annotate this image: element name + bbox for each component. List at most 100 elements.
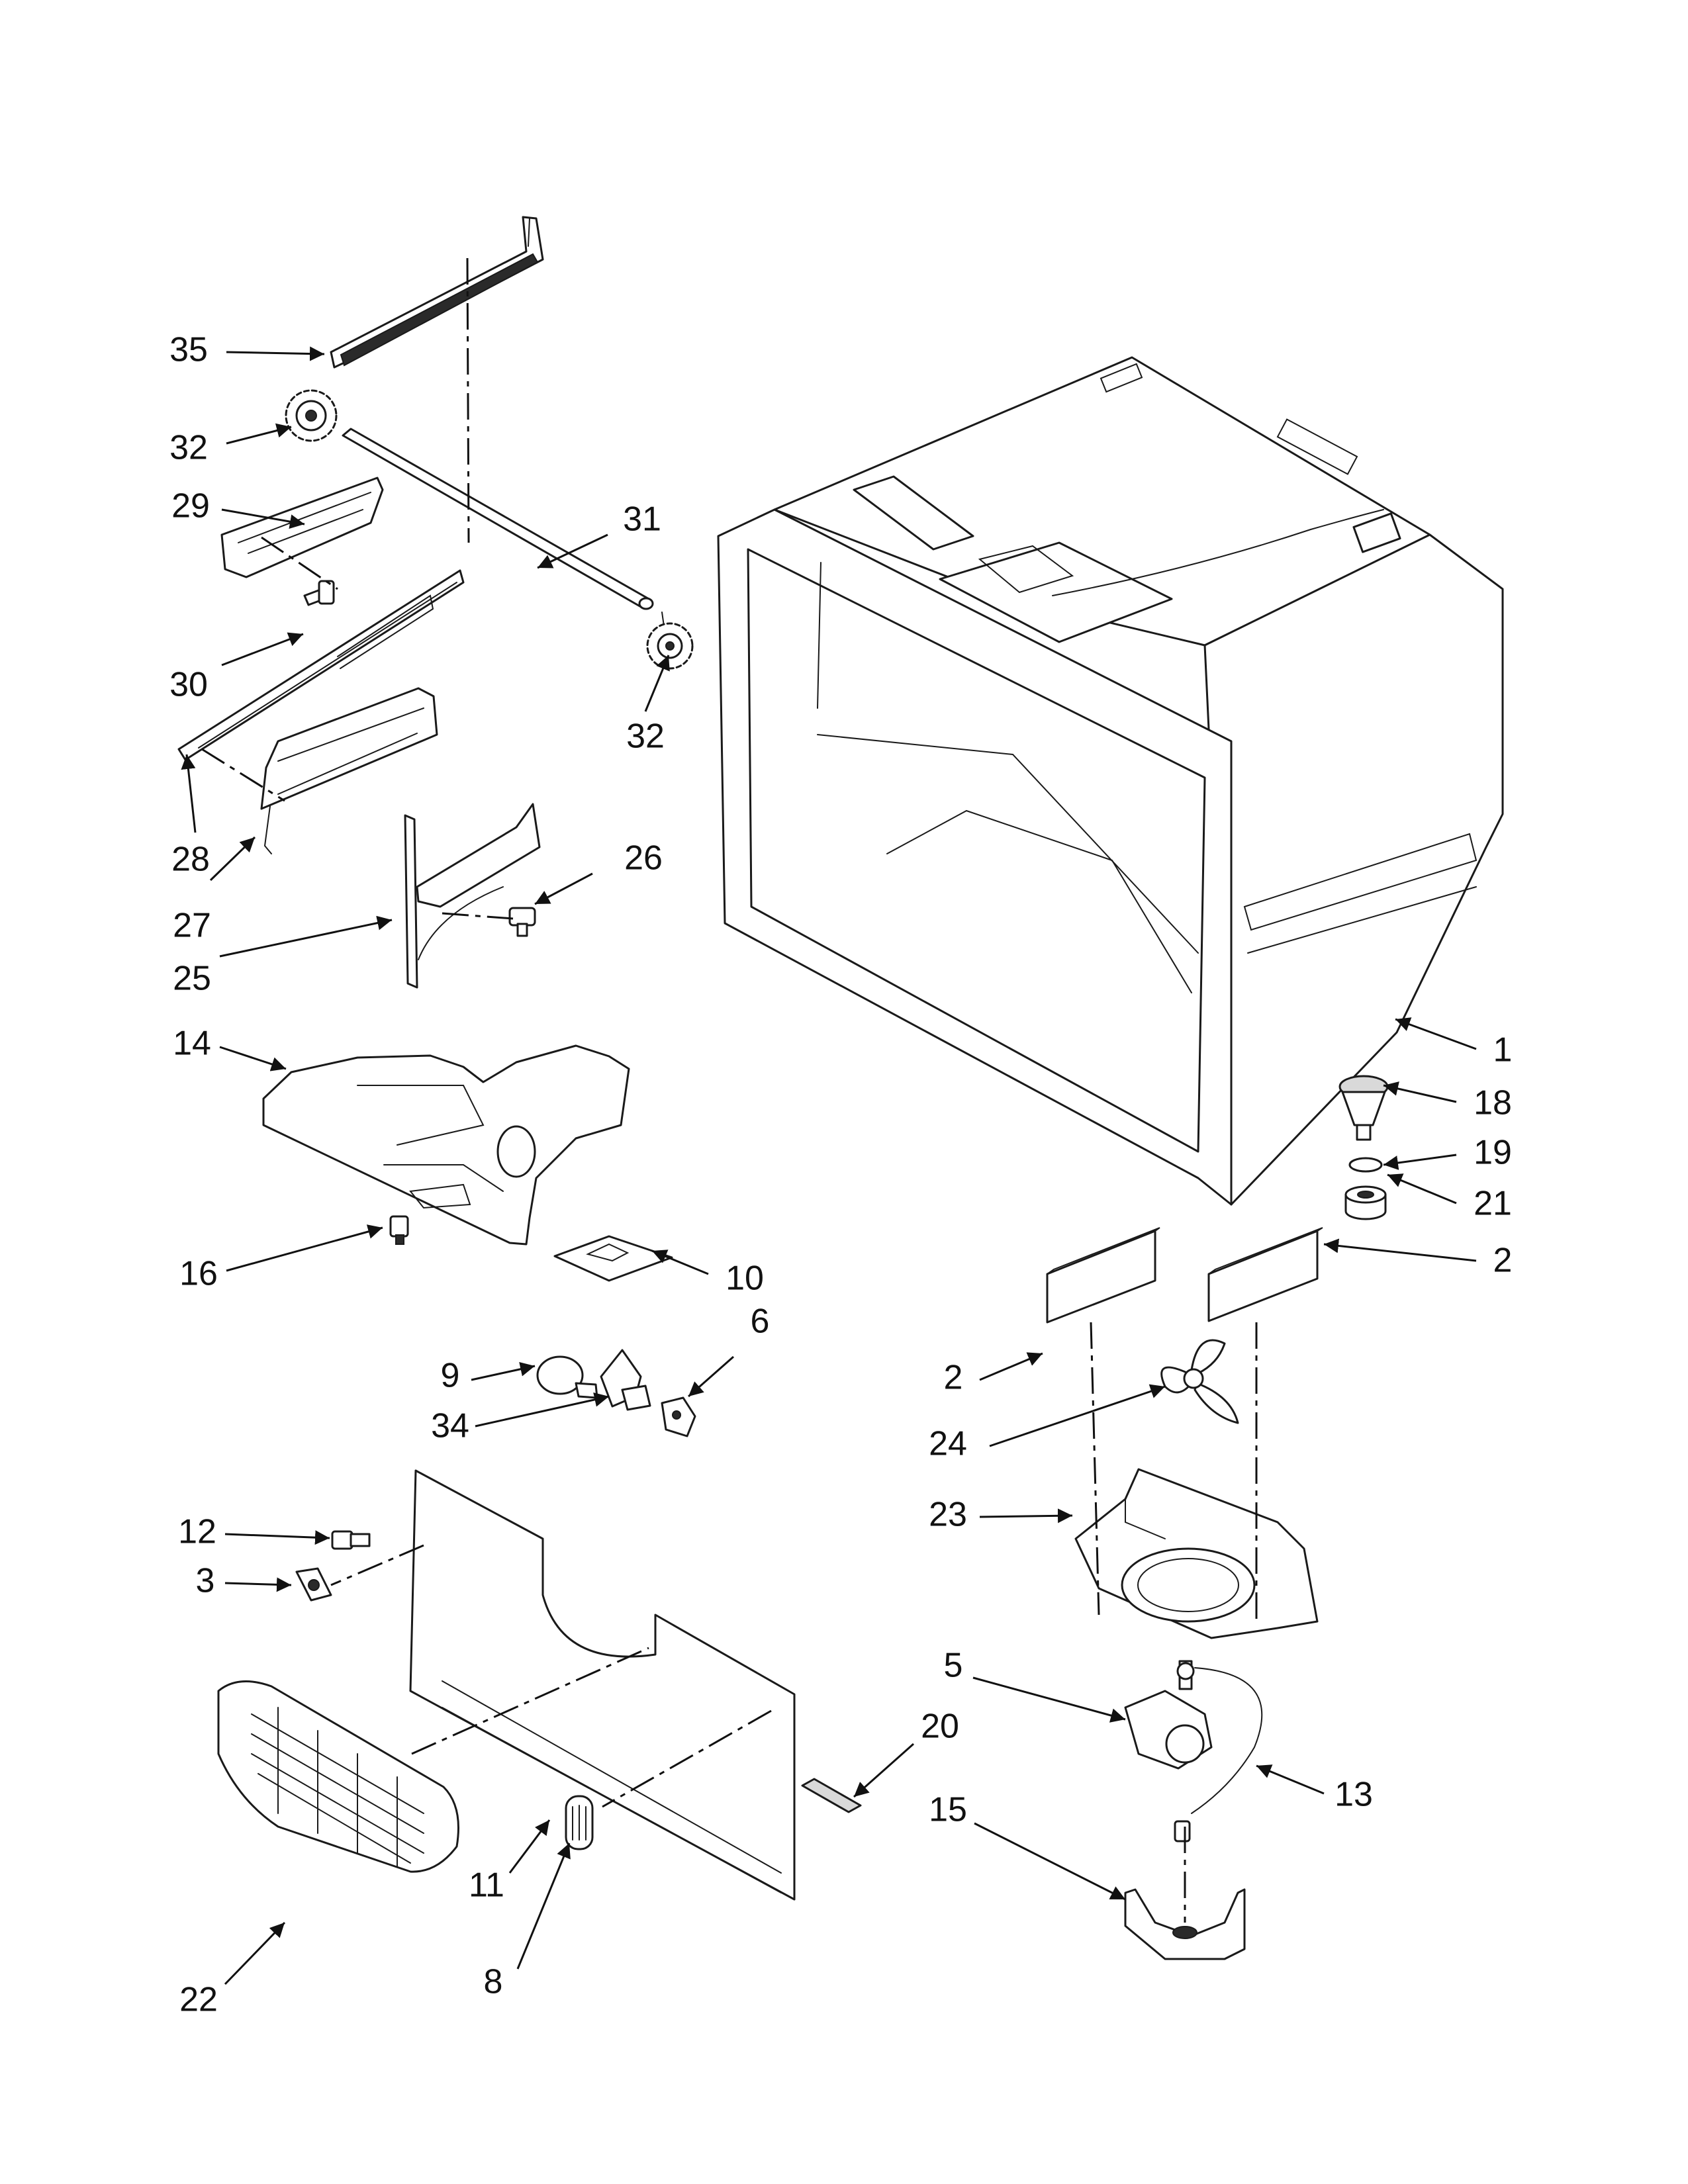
leader-3 bbox=[224, 1577, 292, 1592]
alignment-lines bbox=[201, 257, 1258, 1923]
leader-30 bbox=[221, 632, 304, 666]
part-27-slide-bracket bbox=[260, 687, 438, 854]
label-2-right: 2 bbox=[1493, 1242, 1513, 1280]
align-2-left bbox=[1090, 1322, 1100, 1615]
leader-19 bbox=[1383, 1154, 1457, 1170]
part-1-freezer-liner bbox=[717, 356, 1504, 1206]
label-24: 24 bbox=[929, 1425, 967, 1463]
leader-25 bbox=[219, 915, 393, 958]
part-rear-panel bbox=[409, 1469, 796, 1901]
leader-24 bbox=[989, 1384, 1166, 1447]
leader-31 bbox=[537, 533, 608, 569]
label-9: 9 bbox=[441, 1357, 460, 1395]
part-21-grommet bbox=[1344, 1185, 1387, 1220]
part-8-connector bbox=[565, 1795, 594, 1850]
leader-22 bbox=[224, 1921, 286, 1985]
part-13-wire bbox=[1191, 1667, 1263, 1814]
label-28: 28 bbox=[171, 841, 210, 879]
label-16: 16 bbox=[179, 1255, 218, 1293]
leader-18 bbox=[1383, 1081, 1457, 1103]
leader-28 bbox=[181, 754, 197, 833]
label-13: 13 bbox=[1335, 1776, 1373, 1814]
part-29-slide-bracket bbox=[220, 477, 384, 578]
part-5-fan-motor bbox=[1124, 1660, 1213, 1770]
align-8-panel bbox=[602, 1709, 772, 1808]
label-21: 21 bbox=[1474, 1185, 1512, 1223]
label-5: 5 bbox=[944, 1647, 963, 1685]
label-3: 3 bbox=[196, 1562, 215, 1600]
part-35-top-rail bbox=[330, 216, 544, 369]
label-10: 10 bbox=[726, 1259, 764, 1298]
label-25: 25 bbox=[173, 960, 211, 998]
leader-29 bbox=[221, 508, 305, 529]
label-19: 19 bbox=[1474, 1134, 1512, 1172]
label-22: 22 bbox=[179, 1981, 218, 2019]
part-34-lamp-socket bbox=[600, 1349, 651, 1411]
leader-10 bbox=[651, 1250, 709, 1275]
callout-leaders bbox=[181, 346, 1477, 1985]
leader-12 bbox=[224, 1530, 330, 1545]
label-15: 15 bbox=[929, 1791, 967, 1829]
part-3-thermistor bbox=[295, 1567, 332, 1602]
label-20: 20 bbox=[921, 1707, 959, 1746]
part-18-drain-cup bbox=[1338, 1075, 1389, 1141]
leader-11 bbox=[508, 1819, 551, 1874]
part-31-rod bbox=[342, 428, 654, 610]
align-29-30 bbox=[261, 536, 338, 590]
part-23-fan-shroud bbox=[1074, 1468, 1319, 1639]
part-30-screw bbox=[303, 580, 335, 606]
leader-13 bbox=[1256, 1764, 1325, 1795]
part-26-screw bbox=[508, 907, 536, 937]
label-26: 26 bbox=[624, 839, 663, 878]
leader-27 bbox=[209, 836, 256, 882]
label-6: 6 bbox=[751, 1302, 770, 1341]
part-32-gear-lower bbox=[646, 612, 694, 670]
align-3-panel bbox=[330, 1544, 424, 1586]
part-32-gear-upper bbox=[285, 389, 338, 442]
part-9-light-bulb bbox=[536, 1355, 598, 1399]
part-20-gasket bbox=[801, 1778, 862, 1813]
part-14-duct-cover bbox=[262, 1044, 630, 1246]
leader-6 bbox=[688, 1355, 734, 1398]
label-14: 14 bbox=[173, 1024, 211, 1063]
part-2-foam-block-right bbox=[1207, 1227, 1323, 1322]
leader-20 bbox=[853, 1743, 914, 1798]
label-31: 31 bbox=[623, 500, 661, 539]
align-22-panel bbox=[411, 1647, 649, 1755]
leader-32-upper bbox=[226, 423, 292, 445]
label-35: 35 bbox=[169, 331, 208, 369]
label-12: 12 bbox=[178, 1513, 216, 1551]
align-35-28 bbox=[466, 257, 470, 543]
align-25-26 bbox=[442, 912, 514, 920]
part-25-side-bracket bbox=[404, 803, 541, 989]
label-23: 23 bbox=[929, 1496, 967, 1534]
leader-15 bbox=[974, 1822, 1126, 1901]
leader-32-lower bbox=[644, 655, 670, 712]
leader-21 bbox=[1387, 1173, 1457, 1205]
label-11: 11 bbox=[469, 1866, 504, 1905]
part-10-pad bbox=[553, 1235, 673, 1282]
label-32-upper: 32 bbox=[169, 429, 208, 467]
leader-14 bbox=[219, 1046, 287, 1071]
part-24-fan-blade bbox=[1160, 1339, 1239, 1424]
label-32-lower: 32 bbox=[626, 717, 665, 756]
leader-35 bbox=[226, 346, 325, 361]
leader-1 bbox=[1395, 1017, 1477, 1050]
part-12-screw bbox=[331, 1530, 371, 1550]
label-8: 8 bbox=[484, 1963, 503, 2001]
label-29: 29 bbox=[171, 487, 210, 525]
part-2-foam-block-left bbox=[1046, 1227, 1160, 1324]
leader-16 bbox=[226, 1224, 383, 1272]
callout-labels: 35 32 29 31 30 32 28 26 27 25 14 1 18 19… bbox=[169, 331, 1512, 2019]
leader-5 bbox=[972, 1676, 1126, 1723]
leader-9 bbox=[471, 1361, 536, 1381]
label-2-left: 2 bbox=[944, 1359, 963, 1397]
label-30: 30 bbox=[169, 666, 208, 704]
leader-34 bbox=[475, 1392, 610, 1428]
part-16-clip bbox=[389, 1215, 409, 1245]
part-19-o-ring bbox=[1348, 1157, 1383, 1173]
leader-23 bbox=[979, 1508, 1073, 1524]
leader-2-right bbox=[1323, 1238, 1477, 1262]
leader-26 bbox=[534, 872, 593, 905]
